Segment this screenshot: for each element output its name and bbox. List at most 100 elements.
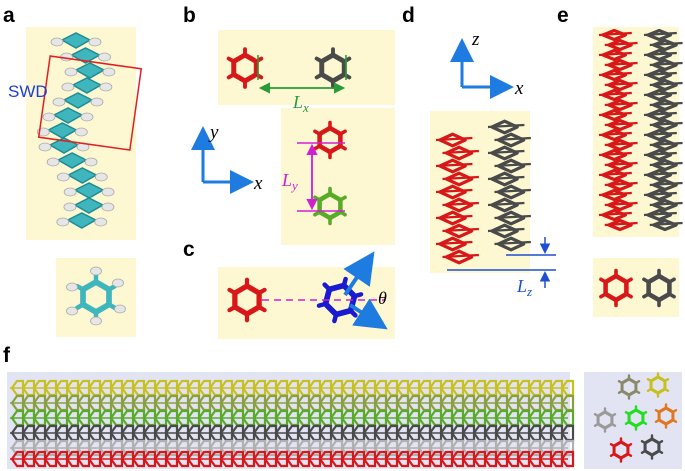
panel-a-ring-stub [74,283,86,292]
hydrogen-atom [56,172,70,182]
theta-label: θ [378,288,387,308]
f-ring-green [624,405,648,431]
e-chain-red-unit [601,128,627,142]
e-chain-gray-unit [652,218,678,232]
f-ring-green-stub [641,420,648,425]
e-chain-gray-bar [643,211,677,217]
e-chain-gray-bar [643,191,677,197]
panel-c-bg [218,267,395,339]
e-ring-red [599,268,633,308]
e-chain-gray-unit [652,58,678,72]
d-chain-red-bar [435,162,473,168]
f-ring-gray-stub [657,440,664,445]
e-ring-gray-stub [667,292,676,299]
b-ring-red-top-stub [313,129,322,136]
e-chain-red-unit [601,28,627,42]
d-chain-red [435,132,479,265]
f-ring-lightgray-stub [610,413,617,418]
d-chain-red-bar [435,214,473,220]
f-strand-olive [10,394,575,412]
d-chain-red-bar [442,175,479,181]
e-chain-red-bar [598,31,632,37]
panel-b-bottom-bg [281,108,395,245]
f-ring-orange-stub [654,418,661,423]
lx-dimension: Lx [257,55,347,115]
f-ring-orange-stub [671,418,678,423]
e-chain-gray-unit [646,48,672,62]
hydrogen-atom [112,278,124,288]
hydrogen-atom [88,37,102,47]
hydrogen-atom [61,82,75,92]
e-chain-gray-unit [646,88,672,102]
hydrogen-atom [94,217,108,227]
e-chain-red-unit [601,68,627,82]
d-chain-gray-bar [487,201,525,207]
b-ring-red-top-stub [338,144,347,151]
panel-a-ring-stub [106,302,118,311]
c-ring-red-stub [227,304,237,313]
f-strand-green-unit [560,409,575,427]
f-ring-gray-stub [640,440,647,445]
panel-b-top-bg [218,30,395,105]
c-ring-blue-stub [352,292,364,299]
e-chain-red-bar [604,201,638,207]
lz-label: Lz [516,276,532,299]
f-ring-yellow-stub [663,378,670,383]
f-ring-lightgray-stub [593,413,600,418]
e-chain-gray-bar [649,161,683,167]
b-ring-red-top-stub [313,144,322,151]
e-chain-gray-bar [643,71,677,77]
e-ring-gray [642,268,676,308]
panel-a-ring-stub [74,302,86,311]
d-chain-red-unit [438,236,467,252]
e-chain-red-unit [601,148,627,162]
hydrogen-atom [64,67,78,77]
c-ring-blue-stub [332,312,339,324]
e-chain-red-unit [607,98,633,112]
e-chain-gray-unit [646,188,672,202]
hydrogen-atom [63,202,77,212]
f-ring-yellow-stub [663,387,670,392]
e-chain-gray-bar [649,61,683,67]
e-chain-red-unit [607,78,633,92]
e-chain-red-unit [601,108,627,122]
e-chain-gray-bar [643,151,677,157]
hydrogen-atom [66,306,78,316]
hydrogen-atom [46,157,60,167]
c-ring-red-stub [257,287,267,296]
d-chain-gray-unit [496,210,526,226]
e-chain-red-bar [598,211,632,217]
e-chain-red-bar [598,51,632,57]
ly-dimension: Ly [281,142,345,212]
e-chain-gray-unit [646,108,672,122]
hydrogen-atom [80,112,94,122]
d-chain-red-bar [435,136,473,142]
f-strand-gray-unit [560,424,575,442]
e-ring-red-stub [624,292,633,299]
panel-label-c: c [183,238,195,261]
d-chain-red-unit [438,184,467,200]
f-strand-yellow [10,379,575,397]
d-chain-red-bar [442,253,479,259]
axes-xz: z x [450,29,524,99]
d-chain-red-bar [435,188,473,194]
e-chain-gray-bar [643,91,677,97]
e-chain-red-bar [598,91,632,97]
e-chain-red-unit [601,88,627,102]
panel-label-a: a [3,4,15,27]
e-chain-red-unit [601,208,627,222]
d-chain-gray-bar [487,227,525,233]
lz-dimension: Lz [447,237,556,299]
d-chain-red-bar [442,201,479,207]
f-ring-lightgray-stub [593,422,600,427]
e-chain-red-unit [601,48,627,62]
f-ring-lightgray [593,407,617,433]
f-ring-orange-stub [654,409,661,414]
e-chain-red-unit [607,158,633,172]
e-chain-red-bar [604,181,638,187]
e-chain-red-bar [604,161,638,167]
d-chain-red-unit [438,132,467,148]
e-chain-gray-unit [652,118,678,132]
f-strand-red-unit [560,450,575,468]
